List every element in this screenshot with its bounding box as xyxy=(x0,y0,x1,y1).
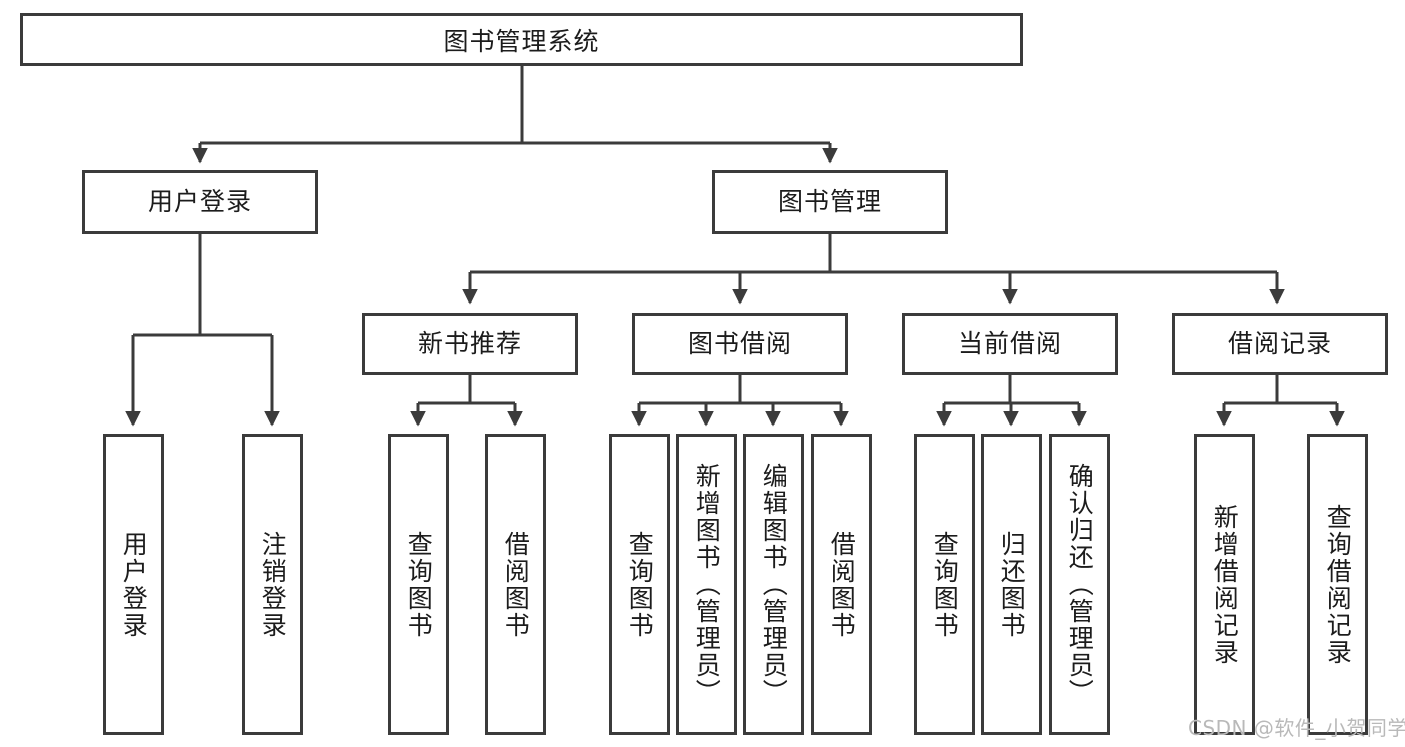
leaf-book-borrow-query-book[interactable]: 查询图书 xyxy=(609,434,670,735)
leaf-current-borrow-return-book[interactable]: 归还图书 xyxy=(981,434,1042,735)
node-user-login-label: 用户登录 xyxy=(147,187,252,216)
leaf-book-borrow-add-book-admin[interactable]: 新增图书（管理员） xyxy=(676,434,737,735)
node-book-borrow-label: 图书借阅 xyxy=(687,329,792,358)
leaf-borrow-record-query-record[interactable]: 查询借阅记录 xyxy=(1307,434,1368,735)
leaf-borrow-record-add-record[interactable]: 新增借阅记录 xyxy=(1194,434,1255,735)
node-root-book-management-system[interactable]: 图书管理系统 xyxy=(20,13,1023,66)
node-current-borrow-label: 当前借阅 xyxy=(957,329,1062,358)
node-borrow-record-label: 借阅记录 xyxy=(1227,329,1332,358)
node-book-management-label: 图书管理 xyxy=(777,187,882,216)
leaf-label: 用户登录 xyxy=(119,530,149,639)
node-user-login[interactable]: 用户登录 xyxy=(82,170,318,234)
node-new-book-recommend[interactable]: 新书推荐 xyxy=(362,313,578,375)
leaf-label: 新增借阅记录 xyxy=(1210,503,1240,666)
leaf-label: 查询图书 xyxy=(404,530,434,639)
node-book-borrow[interactable]: 图书借阅 xyxy=(632,313,848,375)
leaf-label: 确认归还（管理员） xyxy=(1065,463,1095,706)
leaf-new-book-query-book[interactable]: 查询图书 xyxy=(388,434,449,735)
leaf-label: 查询图书 xyxy=(625,530,655,639)
leaf-label: 借阅图书 xyxy=(501,530,531,639)
leaf-current-borrow-query-book[interactable]: 查询图书 xyxy=(914,434,975,735)
leaf-label: 编辑图书（管理员） xyxy=(759,463,789,706)
leaf-book-borrow-borrow-book[interactable]: 借阅图书 xyxy=(811,434,872,735)
leaf-label: 借阅图书 xyxy=(827,530,857,639)
leaf-label: 新增图书（管理员） xyxy=(692,463,722,706)
leaf-label: 注销登录 xyxy=(258,530,288,639)
leaf-label: 查询借阅记录 xyxy=(1323,503,1353,666)
csdn-watermark: CSDN @软件_小贺同学 xyxy=(1188,716,1405,740)
leaf-label: 归还图书 xyxy=(997,530,1027,639)
leaf-label: 查询图书 xyxy=(930,530,960,639)
leaf-book-borrow-edit-book-admin[interactable]: 编辑图书（管理员） xyxy=(743,434,804,735)
node-borrow-record[interactable]: 借阅记录 xyxy=(1172,313,1388,375)
leaf-current-borrow-confirm-return-admin[interactable]: 确认归还（管理员） xyxy=(1049,434,1110,735)
leaf-user-login-login[interactable]: 用户登录 xyxy=(103,434,164,735)
node-book-management[interactable]: 图书管理 xyxy=(712,170,948,234)
leaf-user-login-logout[interactable]: 注销登录 xyxy=(242,434,303,735)
node-current-borrow[interactable]: 当前借阅 xyxy=(902,313,1118,375)
leaf-new-book-borrow-book[interactable]: 借阅图书 xyxy=(485,434,546,735)
node-new-book-recommend-label: 新书推荐 xyxy=(417,329,522,358)
node-root-label: 图书管理系统 xyxy=(443,26,600,56)
